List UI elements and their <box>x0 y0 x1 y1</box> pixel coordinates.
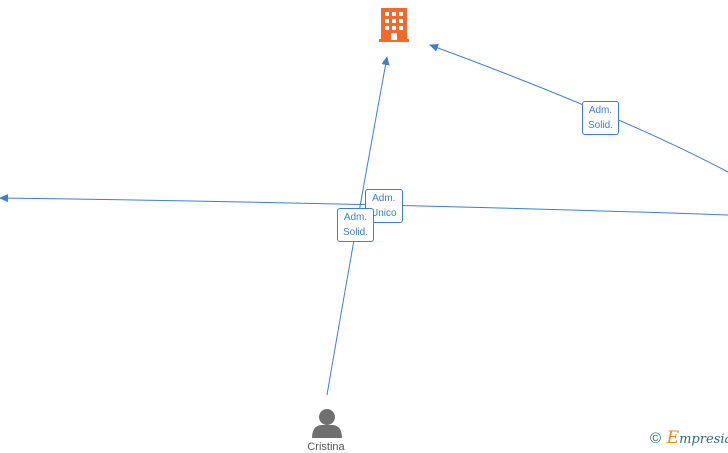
edge-right-to-company <box>429 44 728 173</box>
empresia-brand: © Empresia <box>650 428 728 448</box>
person-name-label[interactable]: Cristina <box>307 441 345 453</box>
edge-label-person-to-company[interactable]: Adm. Solid. <box>337 208 375 242</box>
copyright-symbol: © <box>650 430 662 447</box>
edge-label-right-to-company[interactable]: Adm. Solid. <box>582 101 620 135</box>
edge-label-line2: Unico <box>371 208 397 219</box>
edge-label-line1: Adm. <box>588 105 613 116</box>
edge-label-line1: Adm. <box>372 193 396 204</box>
edge-label-line1: Adm. <box>343 212 368 223</box>
edge-label-line2: Solid. <box>588 120 614 131</box>
person-icon[interactable] <box>312 409 342 438</box>
brand-name: mpresia <box>679 432 728 447</box>
building-icon[interactable] <box>379 8 409 42</box>
brand-e-letter: E <box>666 428 680 448</box>
edge-label-line2: Solid. <box>343 227 369 238</box>
edge-person-to-company <box>326 56 390 396</box>
